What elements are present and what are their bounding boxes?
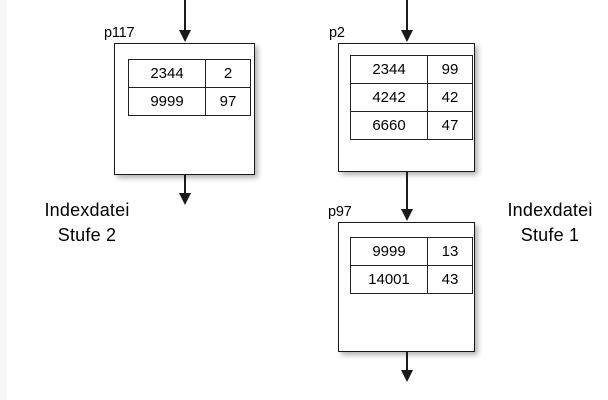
table-row: 14001 43	[350, 265, 473, 294]
table-row: 9999 97	[128, 87, 251, 116]
table-row: 9999 13	[350, 237, 473, 266]
table-row: 2344 2	[128, 59, 251, 88]
block-label-p97: p97	[328, 204, 352, 220]
right-caption: Indexdatei Stufe 1	[492, 198, 608, 248]
arrow-shaft	[406, 0, 408, 32]
table-row: 6660 47	[350, 111, 473, 140]
entry-value: 42	[427, 83, 473, 112]
entry-table-p2: 2344 99 4242 42 6660 47	[350, 55, 473, 140]
left-caption: Indexdatei Stufe 2	[14, 198, 160, 248]
entry-key: 6660	[350, 111, 428, 140]
entry-key: 14001	[350, 265, 428, 294]
entry-value: 13	[427, 237, 473, 266]
arrow-p2-to-p97	[400, 172, 414, 223]
entry-value: 99	[427, 55, 473, 84]
entry-value: 2	[205, 59, 251, 88]
arrow-out-of-p97	[400, 352, 414, 384]
block-label-p2: p2	[329, 25, 345, 41]
entry-key: 4242	[350, 83, 428, 112]
arrow-head-icon	[401, 209, 413, 221]
block-label-p117: p117	[104, 25, 135, 41]
arrow-shaft	[406, 352, 408, 372]
entry-value: 97	[205, 87, 251, 116]
left-edge-strip	[0, 0, 7, 400]
arrow-out-of-p117	[178, 175, 192, 207]
entry-value: 43	[427, 265, 473, 294]
entry-value: 47	[427, 111, 473, 140]
arrow-shaft	[184, 175, 186, 195]
arrow-into-p2	[400, 0, 414, 44]
arrow-shaft	[406, 172, 408, 211]
entry-key: 9999	[128, 87, 206, 116]
table-row: 4242 42	[350, 83, 473, 112]
left-caption-line2: Stufe 2	[57, 225, 117, 245]
arrow-head-icon	[179, 30, 191, 42]
entry-key: 9999	[350, 237, 428, 266]
entry-key: 2344	[350, 55, 428, 84]
entry-table-p97: 9999 13 14001 43	[350, 237, 473, 294]
right-caption-line1: Indexdatei	[507, 200, 593, 220]
entry-table-p117: 2344 2 9999 97	[128, 59, 251, 116]
arrow-head-icon	[401, 30, 413, 42]
arrow-shaft	[184, 0, 186, 32]
arrow-head-icon	[401, 370, 413, 382]
arrow-into-p117	[178, 0, 192, 44]
right-caption-line2: Stufe 1	[520, 225, 580, 245]
entry-key: 2344	[128, 59, 206, 88]
table-row: 2344 99	[350, 55, 473, 84]
left-caption-line1: Indexdatei	[44, 200, 130, 220]
arrow-head-icon	[179, 193, 191, 205]
